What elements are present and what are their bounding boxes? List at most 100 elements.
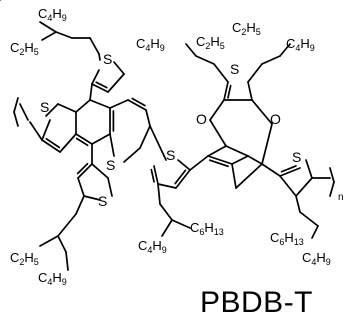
bond xyxy=(157,183,177,189)
c6h13-group-right: C6H13 xyxy=(270,230,304,247)
bond xyxy=(295,195,301,213)
bond xyxy=(145,109,151,127)
bond xyxy=(55,31,73,39)
bond xyxy=(149,125,167,161)
bond xyxy=(109,99,129,109)
bond xyxy=(91,69,100,85)
bond xyxy=(29,121,43,141)
bond xyxy=(89,99,111,109)
bond xyxy=(261,163,281,177)
bond xyxy=(261,123,273,165)
bond xyxy=(231,155,249,165)
bond xyxy=(89,83,93,101)
double-bond-inner xyxy=(150,168,155,183)
double-bond-inner xyxy=(75,137,89,147)
bond xyxy=(107,73,125,93)
double-bond xyxy=(153,165,159,185)
compound-name: PBDB-T xyxy=(200,286,314,319)
double-bond xyxy=(279,167,301,177)
double-bond xyxy=(77,163,93,179)
c2h5-group-top-left: C2H5 xyxy=(10,40,39,57)
bond xyxy=(123,147,141,163)
bond xyxy=(247,63,263,83)
c4h9-group-right: C4H9 xyxy=(302,250,331,267)
c4h9-group-bottom-left: C4H9 xyxy=(38,270,67,287)
sulfur-bdt-left: S xyxy=(40,99,49,115)
bond xyxy=(247,81,253,101)
bond xyxy=(189,155,209,171)
bond xyxy=(247,155,263,165)
bond xyxy=(235,163,263,189)
double-bond-inner xyxy=(131,97,146,107)
bond-lines xyxy=(0,0,335,271)
bond xyxy=(207,145,227,157)
bond xyxy=(159,203,173,221)
c4h9-group-bdd-left: C4H9 xyxy=(136,36,165,53)
bond xyxy=(113,61,125,75)
double-bond xyxy=(41,139,61,153)
double-bond xyxy=(223,81,229,101)
bond xyxy=(77,177,85,197)
bond xyxy=(41,31,57,41)
double-bond xyxy=(127,99,147,111)
bond xyxy=(185,43,197,57)
bond xyxy=(89,37,100,55)
bond xyxy=(279,175,297,197)
double-bond-inner xyxy=(45,137,61,149)
sulfur-thiophene-top-left: S xyxy=(103,51,112,67)
c2h5-group-bdd-left: C2H5 xyxy=(196,34,225,51)
double-bond-inner xyxy=(208,159,229,168)
double-bond xyxy=(75,133,93,145)
sulfur-bdt-right: S xyxy=(106,157,115,173)
bond xyxy=(57,213,77,237)
bond xyxy=(213,63,229,83)
bond xyxy=(209,119,227,147)
sulfur-thiophene-bottom-left: S xyxy=(98,193,107,209)
bond xyxy=(261,55,281,65)
bond xyxy=(98,53,101,61)
bond xyxy=(57,103,77,113)
bond xyxy=(177,159,191,171)
c6h13-group-center: C6H13 xyxy=(190,220,224,237)
bond xyxy=(161,219,173,237)
oxygen-left: O xyxy=(196,111,207,127)
repeat-unit-n: n xyxy=(338,192,344,203)
bond xyxy=(157,183,161,205)
bond xyxy=(279,43,291,57)
bond xyxy=(195,55,215,65)
c2h5-group-bottom-left: C2H5 xyxy=(10,250,39,267)
bond xyxy=(225,145,249,157)
bond xyxy=(39,21,57,33)
double-bond xyxy=(91,83,109,93)
double-bond-inner xyxy=(280,165,297,173)
double-bond xyxy=(207,155,233,165)
c4h9-group-bdd-right: C4H9 xyxy=(286,36,315,53)
bond xyxy=(59,133,77,153)
c4h9-group-center: C4H9 xyxy=(138,238,167,255)
bond xyxy=(295,177,313,197)
sulfur-bdd-thiophene: S xyxy=(230,61,239,77)
bond xyxy=(311,225,319,239)
bond xyxy=(19,103,29,121)
bond xyxy=(209,99,225,121)
bond xyxy=(109,133,115,157)
bond xyxy=(251,99,273,125)
bond xyxy=(39,235,59,247)
bond xyxy=(171,219,191,229)
bracket-right xyxy=(329,167,335,183)
bond xyxy=(83,195,101,201)
double-bond xyxy=(175,169,191,189)
bond xyxy=(45,103,59,117)
c4h9-group-top-left: C4H9 xyxy=(38,6,67,23)
bracket-left xyxy=(13,111,19,127)
double-bond-inner xyxy=(76,162,89,175)
bond xyxy=(57,235,67,253)
sulfur-thiophene-right: S xyxy=(292,149,301,165)
sulfur-thiophene-center: S xyxy=(166,147,175,163)
double-bond-inner xyxy=(95,81,108,89)
bond xyxy=(75,99,91,113)
bracket-left xyxy=(13,97,19,113)
bond xyxy=(139,125,151,149)
